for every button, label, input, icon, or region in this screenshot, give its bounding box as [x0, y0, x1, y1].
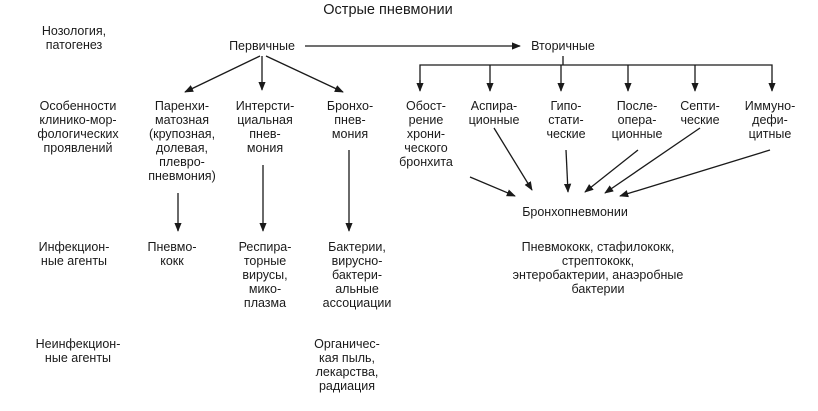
- agent-secondary-bacteria: Пневмококк, стафилококк, стрептококк, эн…: [512, 240, 684, 296]
- agent-bacteria: Бактерии, вирусно- бактери- альные ассоц…: [322, 240, 392, 310]
- secondary-type-immunodeficient: Иммуно- дефи- цитные: [744, 99, 796, 141]
- row-label-nosology: Нозология, патогенез: [41, 24, 107, 52]
- secondary-type-hypostatic: Гипо- стати- ческие: [546, 99, 586, 141]
- secondary-type-bronchitis-exacerbation: Обост- рение хрони- ческого бронхита: [399, 99, 453, 169]
- row-label-infectious: Инфекцион- ные агенты: [38, 240, 110, 268]
- secondary-type-postoperative: После- опера- ционные: [611, 99, 663, 141]
- secondary-type-aspiration: Аспира- ционные: [468, 99, 520, 127]
- row-label-noninfectious: Неинфекцион- ные агенты: [35, 337, 121, 365]
- arrow-to-result-1: [469, 176, 516, 197]
- arrow-to-result-5: [604, 127, 701, 194]
- primary-type-interstitial: Интерсти- циальная пнев- мония: [235, 99, 295, 155]
- primary-type-parenchymal: Паренхи- матозная (крупозная, долевая, п…: [148, 99, 216, 183]
- arrow-primary-to-broncho: [265, 55, 344, 93]
- arrow-to-result-3: [563, 149, 572, 193]
- arrow-to-result-6: [619, 149, 771, 198]
- secondary-result-node: Бронхопневмонии: [522, 205, 628, 219]
- row-label-features: Особенности клинико-мор- фологических пр…: [37, 99, 119, 155]
- arrow-to-result-2: [493, 127, 533, 191]
- secondary-type-septic: Септи- ческие: [680, 99, 720, 127]
- arrow-to-result-4: [584, 149, 639, 193]
- agent-viruses-mycoplasma: Респира- торные вирусы, мико- плазма: [238, 240, 292, 310]
- diagram-title: Острые пневмонии: [323, 2, 453, 18]
- secondary-bracket: [419, 64, 773, 90]
- primary-node: Первичные: [229, 39, 295, 53]
- arrow-primary-to-parenchymal: [184, 55, 261, 93]
- agent-pneumococcus: Пневмо- кокк: [147, 240, 197, 268]
- secondary-node: Вторичные: [531, 39, 595, 53]
- primary-type-bronchopneumonia: Бронхо- пнев- мония: [326, 99, 374, 141]
- noninfectious-agents: Органичес- кая пыль, лекарства, радиация: [314, 337, 380, 393]
